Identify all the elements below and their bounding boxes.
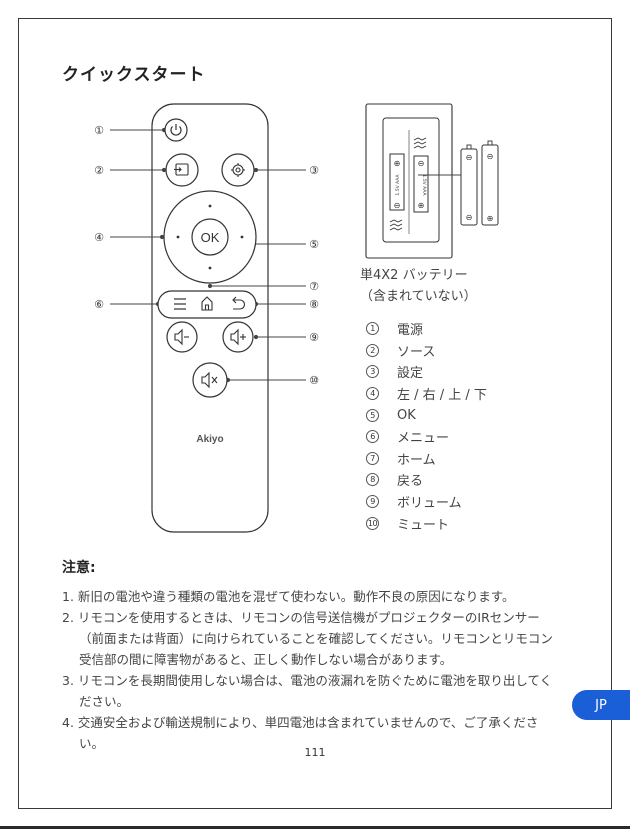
legend-number: 10 xyxy=(366,516,379,530)
volume-up-icon xyxy=(230,328,246,346)
battery-cell-label: 1.5V AAA xyxy=(395,174,401,196)
language-tab: JP xyxy=(572,690,630,720)
dpad-up-dot xyxy=(208,204,212,208)
legend-label: 電源 xyxy=(397,323,424,339)
notes-list: 1. 新旧の電池や違う種類の電池を混ぜて使わない。動作不良の原因になります。 2… xyxy=(62,586,562,754)
home-button[interactable] xyxy=(201,296,213,311)
installed-battery-right: ⊖ ⊕ 1.5V AAA xyxy=(413,155,429,213)
source-button[interactable] xyxy=(165,153,199,187)
legend-item: 3 設定 xyxy=(366,361,487,383)
power-icon xyxy=(170,124,182,136)
battery-minus-label: ⊖ xyxy=(487,152,494,161)
legend-item: 9 ボリューム xyxy=(366,491,487,513)
legend-label: ホーム xyxy=(397,452,436,468)
callout-4: ④ xyxy=(94,231,104,244)
installed-battery-left: ⊕ ⊖ 1.5V AAA xyxy=(389,153,405,211)
legend-item: 7 ホーム xyxy=(366,448,487,470)
legend-number: 8 xyxy=(366,473,379,487)
legend-item: 10 ミュート xyxy=(366,512,487,534)
note-item: 1. 新旧の電池や違う種類の電池を混ぜて使わない。動作不良の原因になります。 xyxy=(62,589,515,604)
legend-item: 4 左 / 右 / 上 / 下 xyxy=(366,383,487,405)
battery-cell-label: 1.5V AAA xyxy=(421,174,427,196)
legend-label: 設定 xyxy=(397,366,424,382)
legend-item: 2 ソース xyxy=(366,340,487,362)
button-legend: 1 電源 2 ソース 3 設定 4 左 / 右 / 上 / 下 5 OK 6 メニュー 7 ホ… xyxy=(366,318,487,534)
source-icon xyxy=(174,163,189,176)
loose-battery-1: ⊖ ⊖ xyxy=(460,144,478,226)
dpad-down-dot xyxy=(208,266,212,270)
battery-plus-label: ⊕ xyxy=(394,159,401,168)
volume-down-icon xyxy=(174,328,189,346)
legend-item: 1 電源 xyxy=(366,318,487,340)
notes-title: 注意: xyxy=(62,560,96,576)
ok-label: OK xyxy=(201,230,220,245)
ok-button[interactable]: OK xyxy=(191,218,229,256)
legend-item: 5 OK xyxy=(366,404,487,426)
battery-compartment xyxy=(365,103,453,259)
dpad-right-dot xyxy=(240,235,244,239)
callout-2: ② xyxy=(94,164,104,177)
legend-item: 6 メニュー xyxy=(366,426,487,448)
battery-caption: 単4X2 バッテリー （含まれていない） xyxy=(360,265,477,307)
back-icon xyxy=(232,296,246,310)
battery-minus-label: ⊖ xyxy=(418,159,425,168)
battery-minus-label: ⊖ xyxy=(466,153,473,162)
callout-1: ① xyxy=(94,124,104,137)
settings-button[interactable] xyxy=(221,153,255,187)
mute-button[interactable] xyxy=(192,362,228,398)
note-item: 2. リモコンを使用するときは、リモコンの信号送信機がプロジェクターのIRセンサ… xyxy=(62,610,553,667)
battery-minus-label: ⊖ xyxy=(466,213,473,222)
legend-number: 3 xyxy=(366,365,379,379)
mute-icon xyxy=(201,371,218,389)
legend-label: ミュート xyxy=(397,517,450,533)
callout-3: ③ xyxy=(309,164,319,177)
menu-icon xyxy=(174,298,186,310)
legend-label: OK xyxy=(397,407,416,423)
loose-battery-2: ⊖ ⊕ xyxy=(481,140,499,226)
dpad-left-dot xyxy=(176,235,180,239)
battery-caption-line2: （含まれていない） xyxy=(360,289,477,304)
legend-number: 6 xyxy=(366,430,379,444)
callout-8: ⑧ xyxy=(309,298,319,311)
legend-number: 4 xyxy=(366,387,379,401)
legend-label: メニュー xyxy=(397,431,450,447)
page-title: クイックスタート xyxy=(62,65,206,85)
legend-label: ボリューム xyxy=(397,496,462,512)
legend-item: 8 戻る xyxy=(366,469,487,491)
home-icon xyxy=(201,296,213,311)
bottom-rule xyxy=(0,826,630,829)
legend-label: 左 / 右 / 上 / 下 xyxy=(397,388,487,404)
callout-10: ⑩ xyxy=(309,374,319,387)
callout-9: ⑨ xyxy=(309,331,319,344)
battery-plus-label: ⊕ xyxy=(487,214,494,223)
gear-icon xyxy=(231,163,245,177)
legend-label: 戻る xyxy=(397,474,424,490)
note-item: 3. リモコンを長期間使用しない場合は、電池の液漏れを防ぐために電池を取り出して… xyxy=(62,673,553,709)
battery-plus-label: ⊕ xyxy=(418,201,425,210)
note-item: 4. 交通安全および輸送規制により、単四電池は含まれていませんので、ご了承くださ… xyxy=(62,715,539,751)
page-frame xyxy=(18,18,612,809)
callout-7: ⑦ xyxy=(309,280,319,293)
page-number: 111 xyxy=(304,746,326,759)
battery-caption-line1: 単4X2 バッテリー xyxy=(360,268,468,283)
callout-5: ⑤ xyxy=(309,238,319,251)
legend-number: 9 xyxy=(366,495,379,509)
back-button[interactable] xyxy=(232,296,246,310)
spring-icon xyxy=(389,137,427,231)
legend-label: ソース xyxy=(397,344,436,360)
battery-minus-label: ⊖ xyxy=(394,201,401,210)
volume-down-button[interactable] xyxy=(166,321,198,353)
power-button[interactable] xyxy=(164,118,188,142)
legend-number: 1 xyxy=(366,322,379,336)
legend-number: 5 xyxy=(366,408,379,422)
brand-logo: Akiyo xyxy=(196,434,223,445)
volume-up-button[interactable] xyxy=(222,321,254,353)
menu-button[interactable] xyxy=(174,298,186,310)
callout-6: ⑥ xyxy=(94,298,104,311)
legend-number: 7 xyxy=(366,451,379,465)
legend-number: 2 xyxy=(366,343,379,357)
